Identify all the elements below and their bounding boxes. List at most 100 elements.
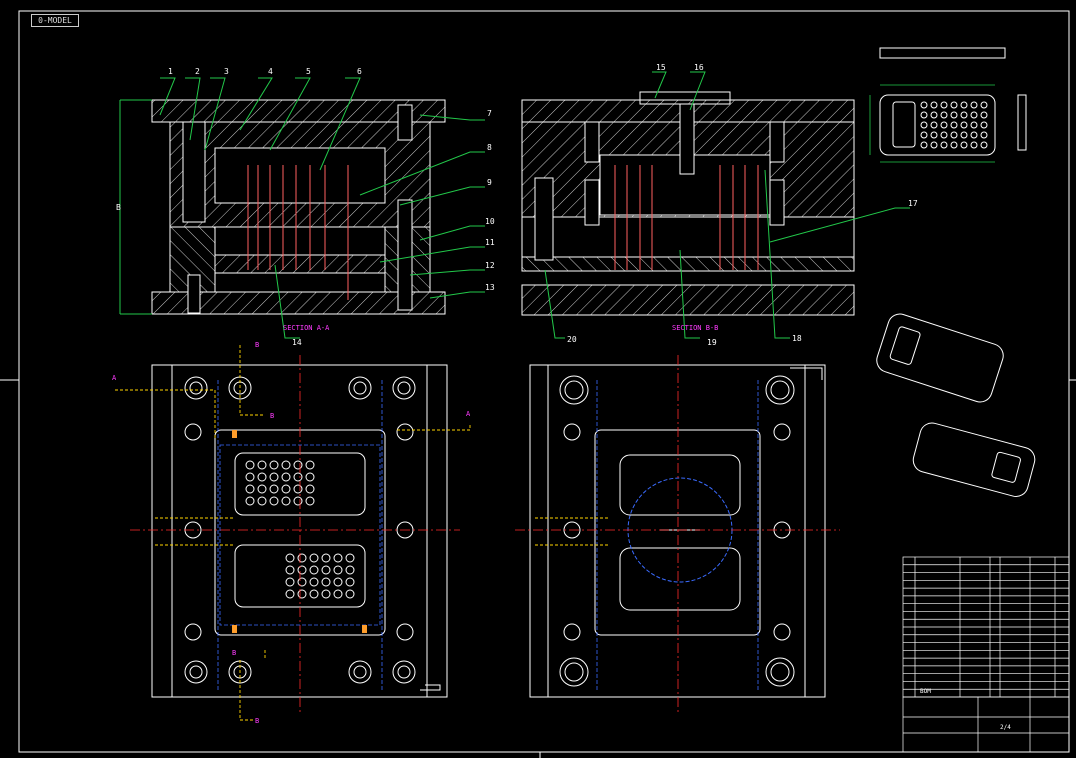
callout-label: 13 [485,283,495,292]
callout-label: 12 [485,261,495,270]
part-views [876,47,1036,497]
callout-label: A [466,410,471,418]
keypad-key [970,101,978,109]
callout-label: 17 [908,199,918,208]
title-block-text: 2/4 BOM [920,688,1011,731]
guide-bushing-inner [189,665,203,679]
return-pin-inner [770,380,790,400]
callout-label: 1 [168,67,173,76]
keypad-key [940,121,948,129]
return-pin-hole [559,657,589,687]
cavity-key [305,484,315,494]
callout-label: 4 [268,67,273,76]
cavity-key [245,472,255,482]
keypad-key [940,131,948,139]
cavity-key [345,553,355,563]
title-block [902,556,1070,753]
callout-label: 11 [485,238,495,247]
screw-hole [184,423,202,441]
screw-hole [563,623,581,641]
screw-hole [184,623,202,641]
cavity-key [297,553,307,563]
section-a-pins [247,165,349,300]
keypad-key [950,121,958,129]
cavity-key [257,472,267,482]
keypad-key [930,131,938,139]
cavity-key [305,472,315,482]
cavity-key [293,472,303,482]
keypad-key [970,131,978,139]
keypad-key [930,121,938,129]
cavity-key [293,460,303,470]
keypad-key [920,121,928,129]
cavity-key [309,577,319,587]
plan-right-centerlines [515,355,840,715]
keypad-key [920,131,928,139]
callout-label: 5 [306,67,311,76]
return-pin-hole [765,657,795,687]
return-pin-inner [564,662,584,682]
cavity-key [297,565,307,575]
screw-hole [396,423,414,441]
return-pin-inner [564,380,584,400]
section-a-leaders [119,77,485,339]
return-pin-hole [765,375,795,405]
cavity-key [269,460,279,470]
callout-label: B [255,341,259,349]
callout-label: BOM [920,688,931,695]
callout-label: B [232,649,236,657]
keypad-key [920,141,928,149]
cavity-key [345,565,355,575]
cavity-key [285,565,295,575]
guide-bushing-inner [189,381,203,395]
callout-label: 9 [487,178,492,187]
cavity-key [333,565,343,575]
cavity-key [285,553,295,563]
keypad-key [970,111,978,119]
callout-label: 15 [656,63,666,72]
cavity-key [321,577,331,587]
plan-right-ejector [535,517,610,546]
plan-right-hidden [596,380,759,690]
keypad-key [960,121,968,129]
cavity-key [321,565,331,575]
cavity-key [285,577,295,587]
keypad-key [960,131,968,139]
guide-bushing [184,376,208,400]
cavity-key [293,496,303,506]
return-pin-inner [770,662,790,682]
callout-label: 18 [792,334,802,343]
callout-label: 16 [694,63,704,72]
guide-bushing-inner [397,381,411,395]
cavity-key [333,553,343,563]
cavity-key [345,577,355,587]
keypad-key [950,101,958,109]
cavity-key [305,496,315,506]
cavity-key [269,496,279,506]
part-dimensions [869,84,995,163]
callout-label: A [112,374,117,382]
callout-label: 2/4 [1000,724,1011,731]
callout-label: 7 [487,109,492,118]
keypad-key [930,141,938,149]
cavity-key [245,484,255,494]
callout-label: 20 [567,335,577,344]
keypad-key [980,141,988,149]
guide-bushing [348,376,372,400]
keypad-key [950,131,958,139]
model-tab[interactable]: 0-MODEL [31,14,79,27]
keypad-key [920,101,928,109]
keypad-key [950,141,958,149]
guide-bushing [392,660,416,684]
guide-bushing-inner [353,381,367,395]
callout-label: 19 [707,338,717,347]
cavity-key [333,589,343,599]
cavity-key [269,472,279,482]
plan-left-hidden [217,380,383,690]
plan-left-centerlines [130,355,460,715]
keypad-key [960,101,968,109]
cavity-key [245,496,255,506]
screw-hole [396,623,414,641]
callout-label: B [255,717,259,725]
